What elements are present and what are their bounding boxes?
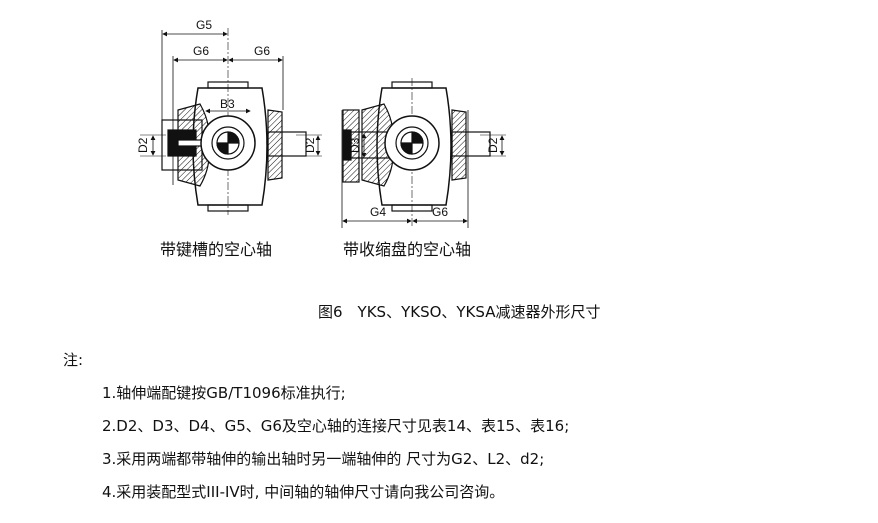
figure-title: 图6 YKS、YKSO、YKSA减速器外形尺寸 xyxy=(318,303,601,321)
keyed-hollow-shaft-drawing xyxy=(140,28,322,215)
note-item: 1.轴伸端配键按GB/T1096标准执行; xyxy=(102,384,346,402)
notes-heading: 注: xyxy=(63,351,84,369)
dim-g6-left-label: G6 xyxy=(193,44,209,58)
note-item: 2.D2、D3、D4、G5、G6及空心轴的连接尺寸见表14、表15、表16; xyxy=(102,417,570,435)
keyed-shaft-caption: 带键槽的空心轴 xyxy=(160,240,273,259)
dim-d3-label: D3 xyxy=(348,137,362,153)
dim-g6-right-label: G6 xyxy=(254,44,270,58)
note-item: 3.采用两端都带轴伸的输出轴时另一端轴伸的 尺寸为G2、L2、d2; xyxy=(102,450,545,468)
note-item: 4.采用装配型式III-IV时, 中间轴的轴伸尺寸请向我公司咨询。 xyxy=(102,483,505,501)
dim-g6-label: G6 xyxy=(432,205,448,219)
dim-g5-label: G5 xyxy=(196,18,212,32)
dim-d2-label: D2 xyxy=(486,137,500,153)
dim-d2-left-label: D2 xyxy=(136,137,150,153)
dim-b3-label: B3 xyxy=(220,97,235,111)
shrink-disc-caption: 带收缩盘的空心轴 xyxy=(343,240,472,259)
dim-d2-right-label: D2 xyxy=(303,137,317,153)
shrink-disc-hollow-shaft-drawing xyxy=(341,78,506,228)
dim-g4-label: G4 xyxy=(370,205,386,219)
